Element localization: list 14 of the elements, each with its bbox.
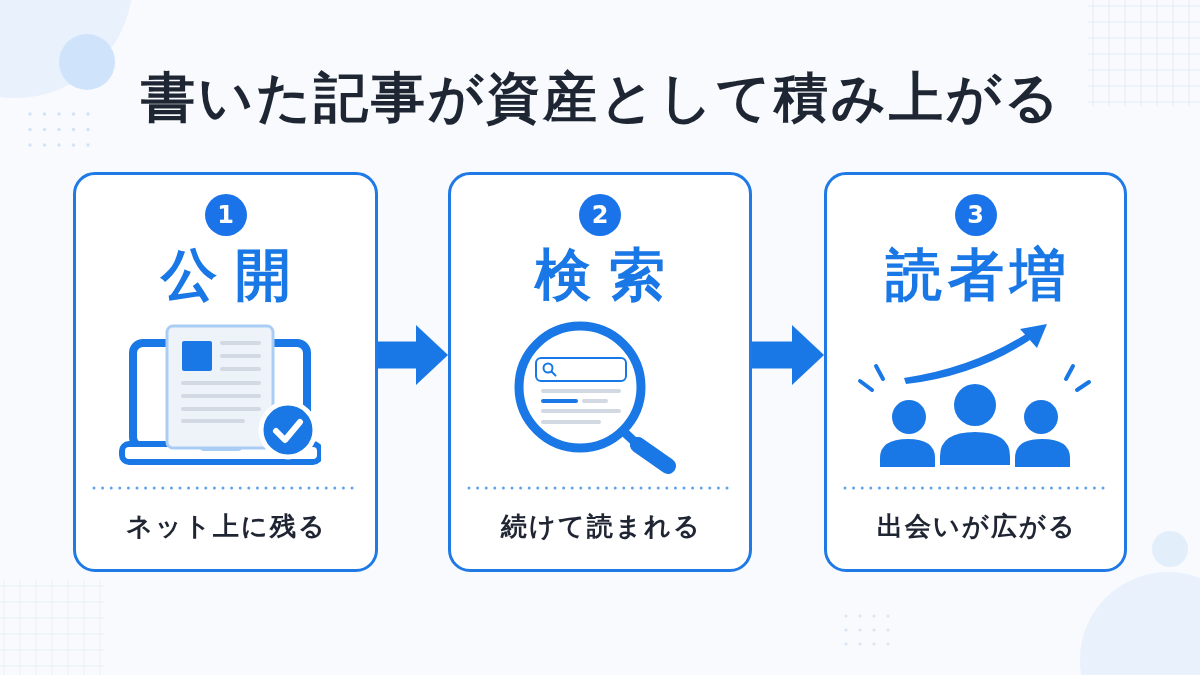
- number-badge: 3: [954, 194, 997, 236]
- step-heading: 検索: [533, 247, 683, 303]
- number-badge: 1: [204, 194, 247, 236]
- arrow: [378, 325, 448, 385]
- number-badge: 2: [579, 194, 621, 236]
- step-card: [824, 172, 1127, 572]
- title: 書いた記事が資産として積み上がる: [140, 68, 1062, 128]
- arrow: [752, 325, 824, 385]
- step-caption: ネット上に残る: [125, 511, 327, 543]
- step-card: [448, 172, 752, 572]
- step-card: [73, 172, 378, 572]
- step-caption: 続けて読まれる: [499, 511, 702, 543]
- step-heading: 公開: [159, 247, 309, 303]
- step-caption: 出会いが広がる: [875, 511, 1077, 543]
